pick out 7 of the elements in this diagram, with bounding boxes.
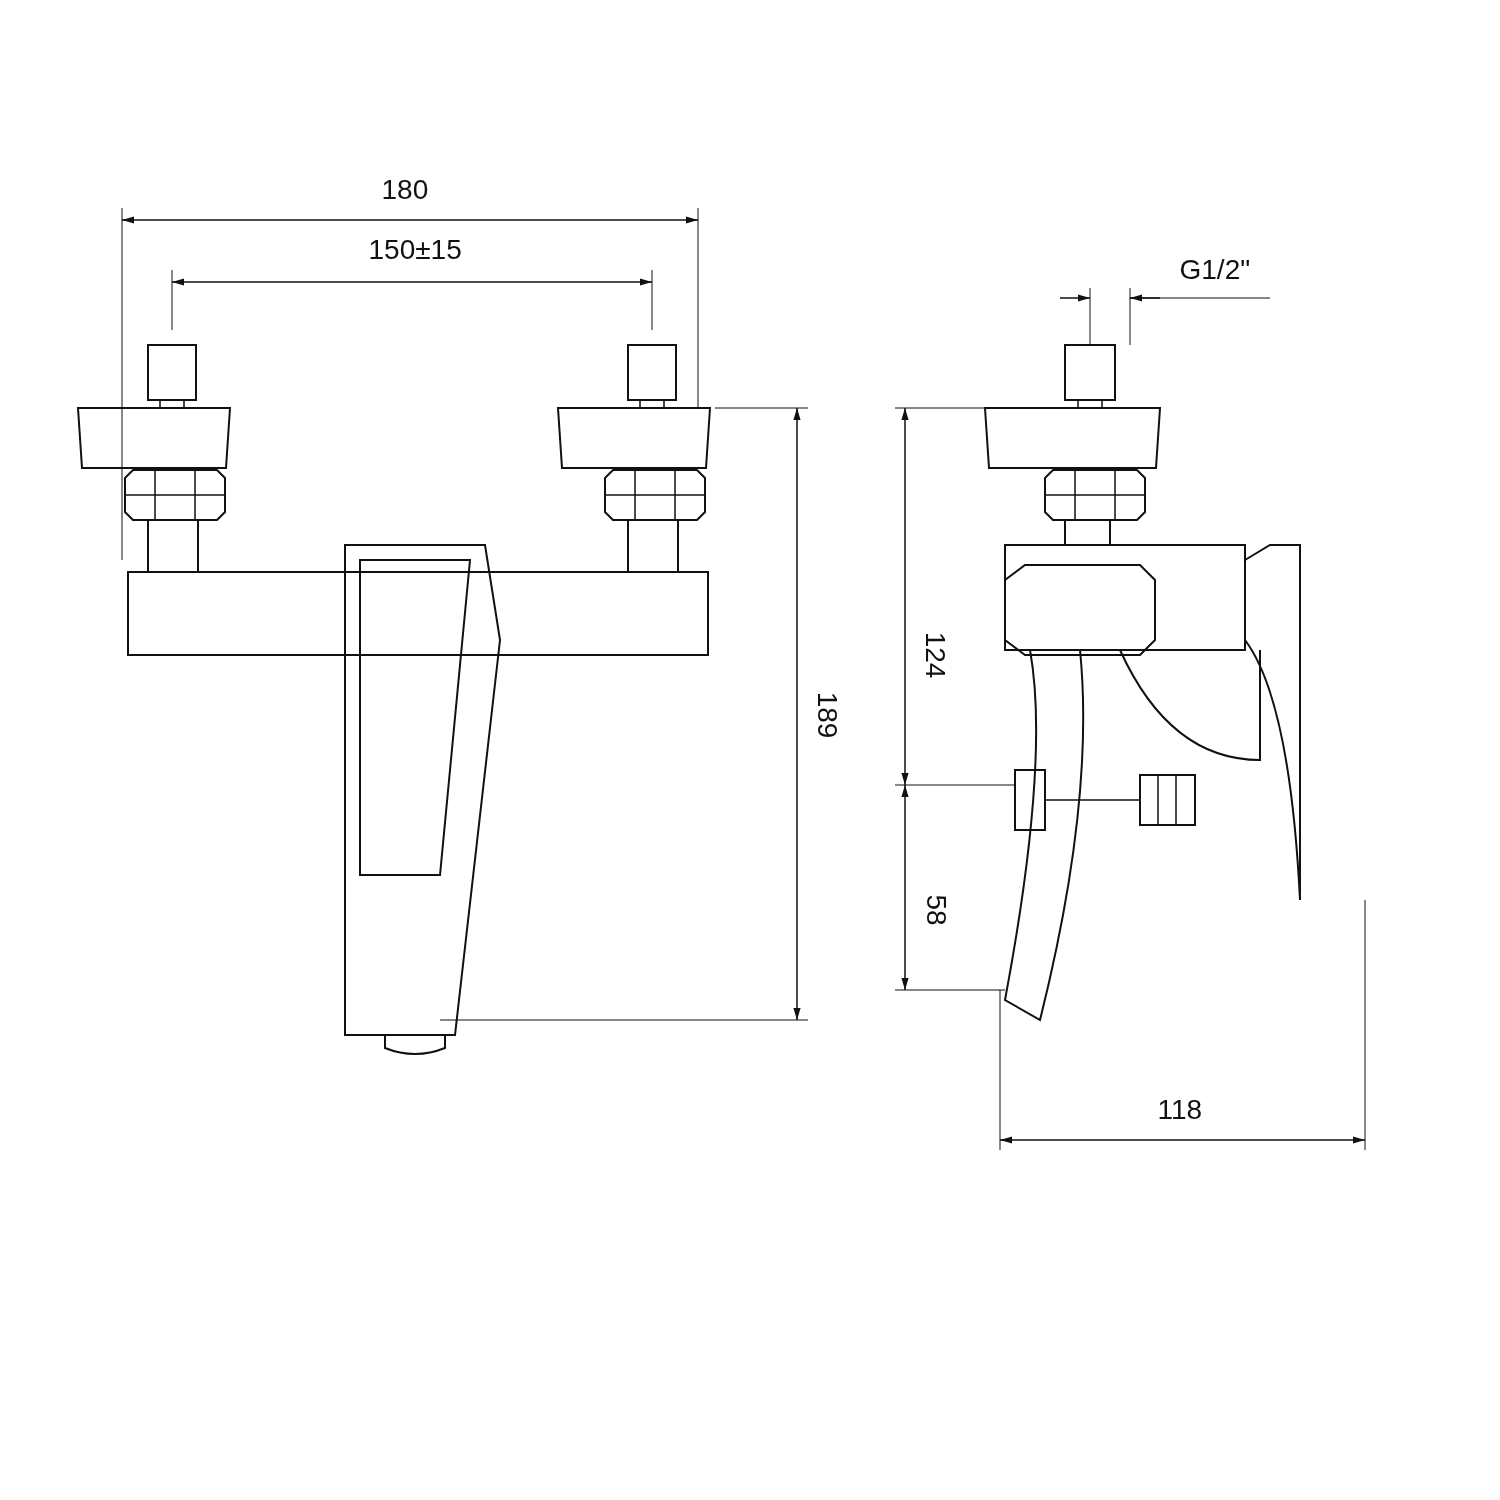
dimension-value: 189 <box>812 691 841 739</box>
dimension-value: 118 <box>1157 1096 1203 1124</box>
dimension-value: 180 <box>381 176 429 204</box>
dimension-value: 124 <box>920 631 949 679</box>
dimension-value: G1/2" <box>1179 256 1251 284</box>
dimension-value: 150±15 <box>368 236 462 264</box>
dimension-value: 58 <box>921 894 950 926</box>
